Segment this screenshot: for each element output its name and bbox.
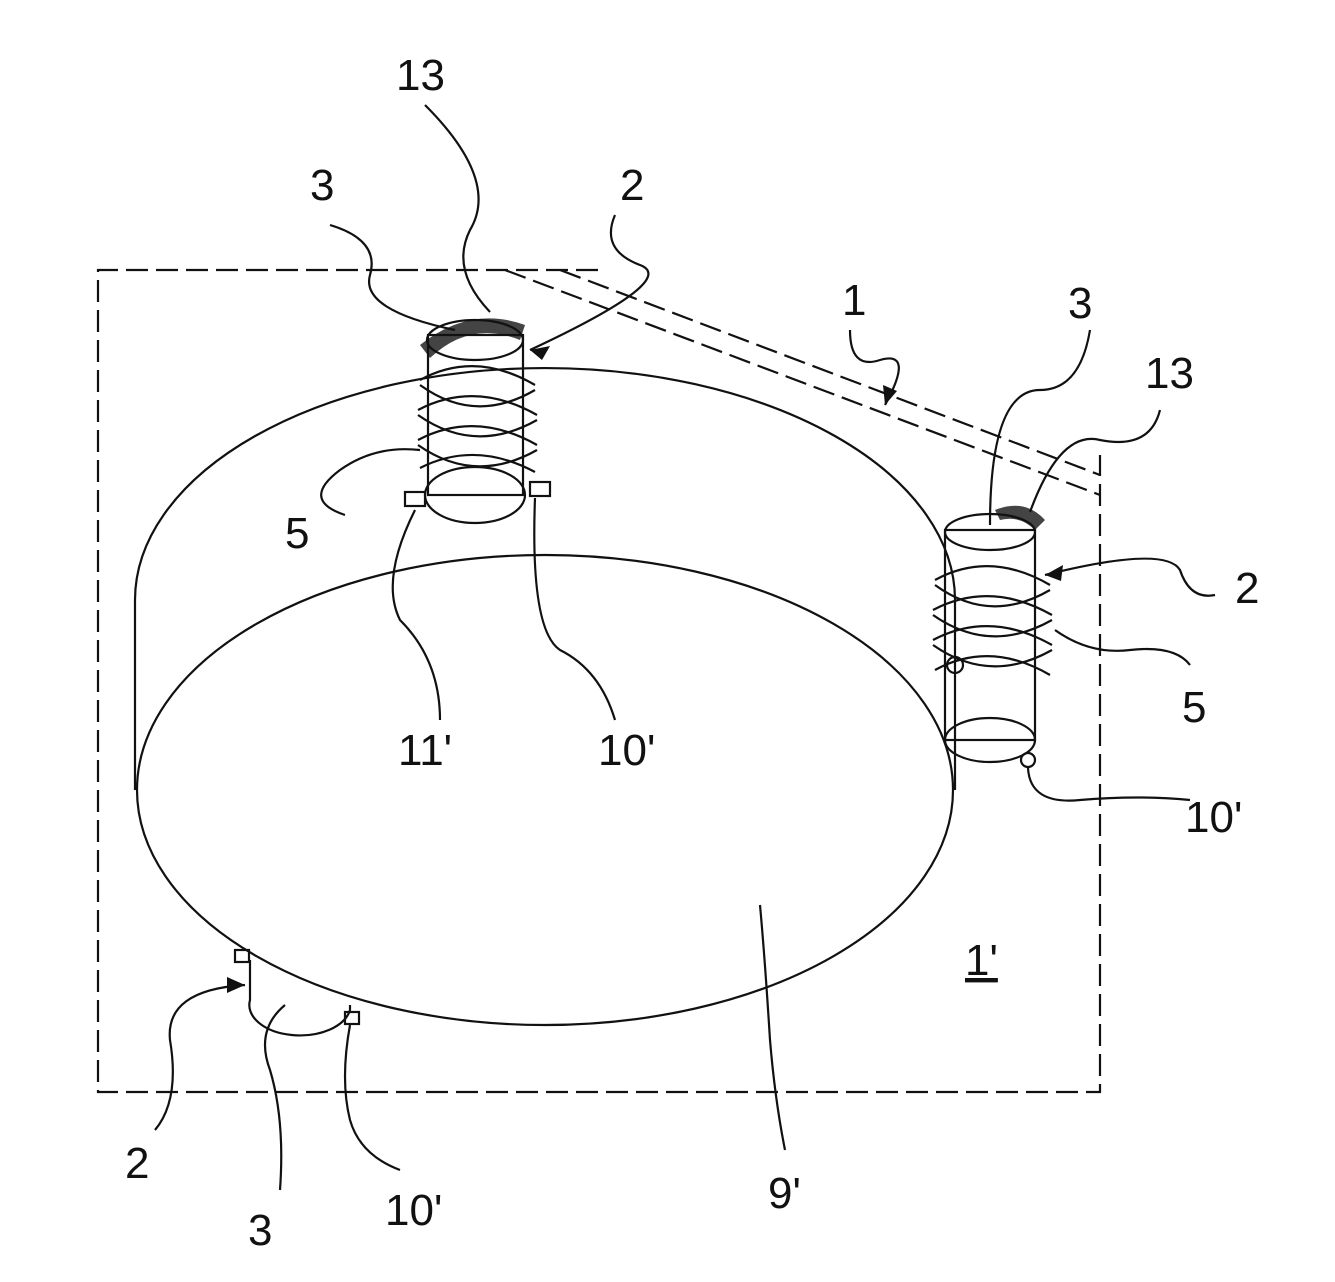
label-1: 1 (842, 276, 866, 325)
cylinder-body (133, 366, 957, 1027)
label-10-prime-bottom: 10' (385, 1186, 442, 1235)
label-2-right: 2 (1235, 564, 1259, 613)
coil-assembly-left (403, 318, 552, 525)
coil-assembly-right (932, 505, 1053, 769)
label-10-prime-right: 10' (1185, 793, 1242, 842)
label-9-prime: 9' (768, 1169, 801, 1218)
dashed-frame (96, 268, 1102, 1094)
label-3-bottom: 3 (248, 1206, 272, 1255)
label-11-prime: 11' (398, 726, 452, 775)
label-10-prime-left: 10' (598, 726, 655, 775)
assembly-bottom (233, 948, 361, 1037)
label-3-left: 3 (310, 161, 334, 210)
label-2-left: 2 (620, 161, 644, 210)
label-5-left: 5 (285, 509, 309, 558)
label-1-prime: 1' (965, 936, 998, 985)
label-5-right: 5 (1182, 683, 1206, 732)
label-2-bottom: 2 (125, 1139, 149, 1188)
leader-lines (154, 104, 1216, 1191)
label-13-right: 13 (1145, 349, 1194, 398)
reference-labels: 13 3 2 1 3 13 5 11' 10' 2 5 10' 1' 9' 2 … (125, 51, 1259, 1255)
label-3-right: 3 (1068, 279, 1092, 328)
label-13-left: 13 (396, 51, 445, 100)
